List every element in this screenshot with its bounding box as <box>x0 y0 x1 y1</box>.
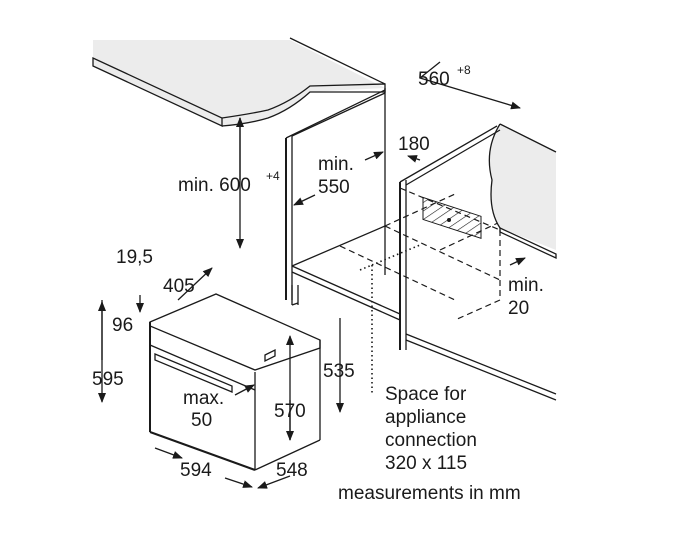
label-570: 570 <box>274 401 306 422</box>
label-min-20-line2: 20 <box>508 298 529 319</box>
label-space-line2: appliance <box>385 407 466 428</box>
label-96: 96 <box>112 315 133 336</box>
label-min-550-line1: min. <box>318 154 354 175</box>
oven <box>149 293 321 471</box>
connection-space-outline <box>359 244 421 395</box>
label-space-line3: connection <box>385 430 477 451</box>
upper-cabinet <box>285 88 401 321</box>
label-niche-depth: 560 <box>418 69 450 90</box>
label-min-600-tolerance: +4 <box>266 169 280 183</box>
label-max-50-line2: 50 <box>191 410 212 431</box>
label-19-5: 19,5 <box>116 247 153 268</box>
side-cabinet <box>399 123 557 401</box>
label-min-600: min. 600 <box>178 175 251 196</box>
connection-hatch <box>422 196 482 239</box>
label-niche-depth-tolerance: +8 <box>457 63 471 77</box>
label-max-50-line1: max. <box>183 388 224 409</box>
label-min-550-line2: 550 <box>318 177 350 198</box>
label-min-20-line1: min. <box>508 275 544 296</box>
label-180: 180 <box>398 134 430 155</box>
units-note: measurements in mm <box>338 483 521 504</box>
label-space-line4: 320 x 115 <box>385 453 467 474</box>
label-535: 535 <box>323 361 355 382</box>
label-space-line1: Space for <box>385 384 467 405</box>
label-594: 594 <box>180 460 212 481</box>
dimension-lines <box>98 61 526 489</box>
connection-point <box>447 218 451 222</box>
label-405: 405 <box>163 276 195 297</box>
label-548: 548 <box>276 460 308 481</box>
label-595: 595 <box>92 369 124 390</box>
